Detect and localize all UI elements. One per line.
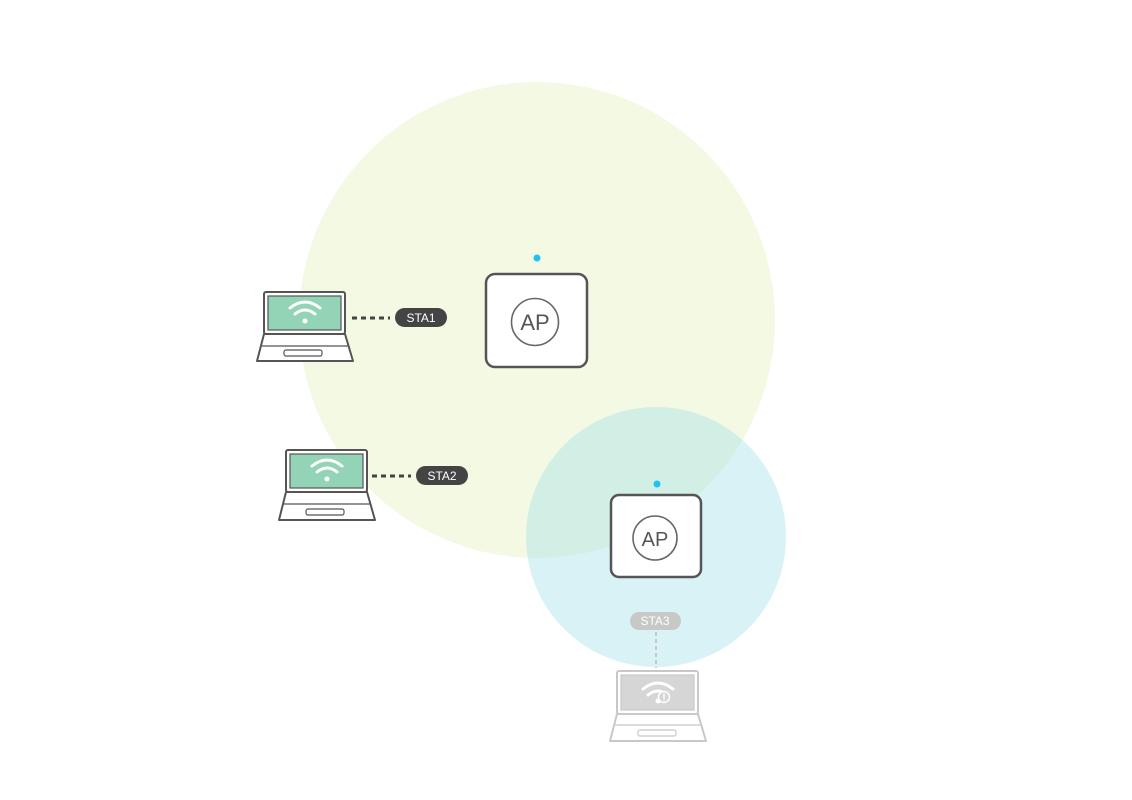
sta3-label-pill bbox=[630, 612, 681, 630]
wifi-icon bbox=[310, 458, 344, 482]
ap2-badge-ring bbox=[632, 515, 678, 561]
station-1[interactable]: STA1 bbox=[256, 291, 447, 362]
laptop-icon bbox=[256, 291, 354, 362]
station-3[interactable]: STA3 bbox=[609, 612, 707, 742]
ap2-label: AP bbox=[642, 529, 669, 551]
wifi-warning-icon bbox=[641, 681, 675, 704]
ap1-status-indicator bbox=[533, 254, 541, 262]
access-point-2[interactable]: AP bbox=[609, 480, 703, 579]
sta1-label: STA1 bbox=[406, 311, 435, 325]
sta3-label: STA3 bbox=[640, 614, 669, 628]
ap1-label: AP bbox=[520, 310, 549, 335]
sta2-label: STA2 bbox=[427, 469, 456, 483]
station-2[interactable]: STA2 bbox=[278, 449, 468, 521]
ap2-status-indicator bbox=[653, 480, 661, 488]
laptop-icon bbox=[278, 449, 376, 521]
access-point-1[interactable]: AP bbox=[484, 254, 589, 369]
ap1-badge-ring bbox=[510, 297, 560, 347]
wifi-icon bbox=[288, 300, 322, 324]
sta2-label-pill bbox=[416, 466, 468, 485]
sta1-label-pill bbox=[395, 308, 447, 327]
